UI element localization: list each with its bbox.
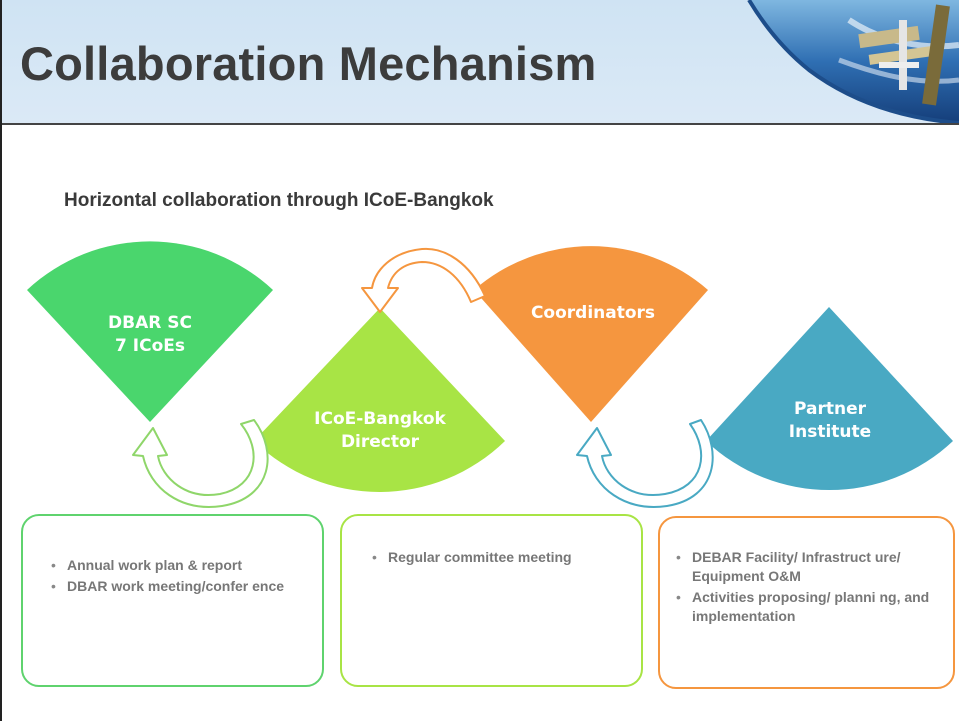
node-coordinators-shape bbox=[474, 246, 708, 422]
curved-arrow-teal bbox=[576, 419, 714, 508]
diagram-subtitle: Horizontal collaboration through ICoE-Ba… bbox=[64, 190, 494, 211]
details-item: Regular committee meeting bbox=[366, 548, 631, 567]
node-dbar-label: DBAR SC 7 ICoEs bbox=[70, 312, 230, 358]
node-coordinators-label: Coordinators bbox=[510, 302, 676, 325]
page-title: Collaboration Mechanism bbox=[20, 37, 597, 90]
node-partner-line2: Institute bbox=[788, 421, 872, 442]
node-partner-shape bbox=[706, 307, 953, 491]
details-item: DEBAR Facility/ Infrastruct ure/ Equipme… bbox=[670, 548, 941, 586]
space-station-image bbox=[747, 0, 959, 123]
curved-arrow-lime bbox=[361, 247, 486, 313]
node-dbar-line1: DBAR SC bbox=[108, 313, 192, 333]
details-box-dbar: Annual work plan & report DBAR work meet… bbox=[21, 514, 324, 687]
node-dbar-line2: 7 ICoEs bbox=[115, 335, 185, 356]
title-bar: Collaboration Mechanism bbox=[0, 0, 959, 125]
details-box-partner: DEBAR Facility/ Infrastruct ure/ Equipme… bbox=[658, 516, 955, 689]
node-director-label: ICoE-Bangkok Director bbox=[285, 408, 475, 454]
details-item: DBAR work meeting/confer ence bbox=[45, 577, 308, 596]
node-director-shape bbox=[254, 308, 505, 492]
node-director-line2: Director bbox=[340, 431, 420, 452]
node-director-line1: ICoE-Bangkok bbox=[314, 409, 446, 429]
node-dbar-shape bbox=[27, 241, 273, 422]
curved-arrow-green bbox=[132, 419, 269, 508]
details-item: Annual work plan & report bbox=[45, 556, 308, 575]
node-partner-line1: Partner bbox=[793, 399, 866, 419]
node-coordinators-line1: Coordinators bbox=[530, 303, 656, 323]
slide-left-border bbox=[0, 0, 2, 721]
details-box-director: Regular committee meeting bbox=[340, 514, 643, 687]
details-item: Activities proposing/ planni ng, and imp… bbox=[670, 588, 941, 626]
node-partner-label: Partner Institute bbox=[760, 398, 900, 444]
